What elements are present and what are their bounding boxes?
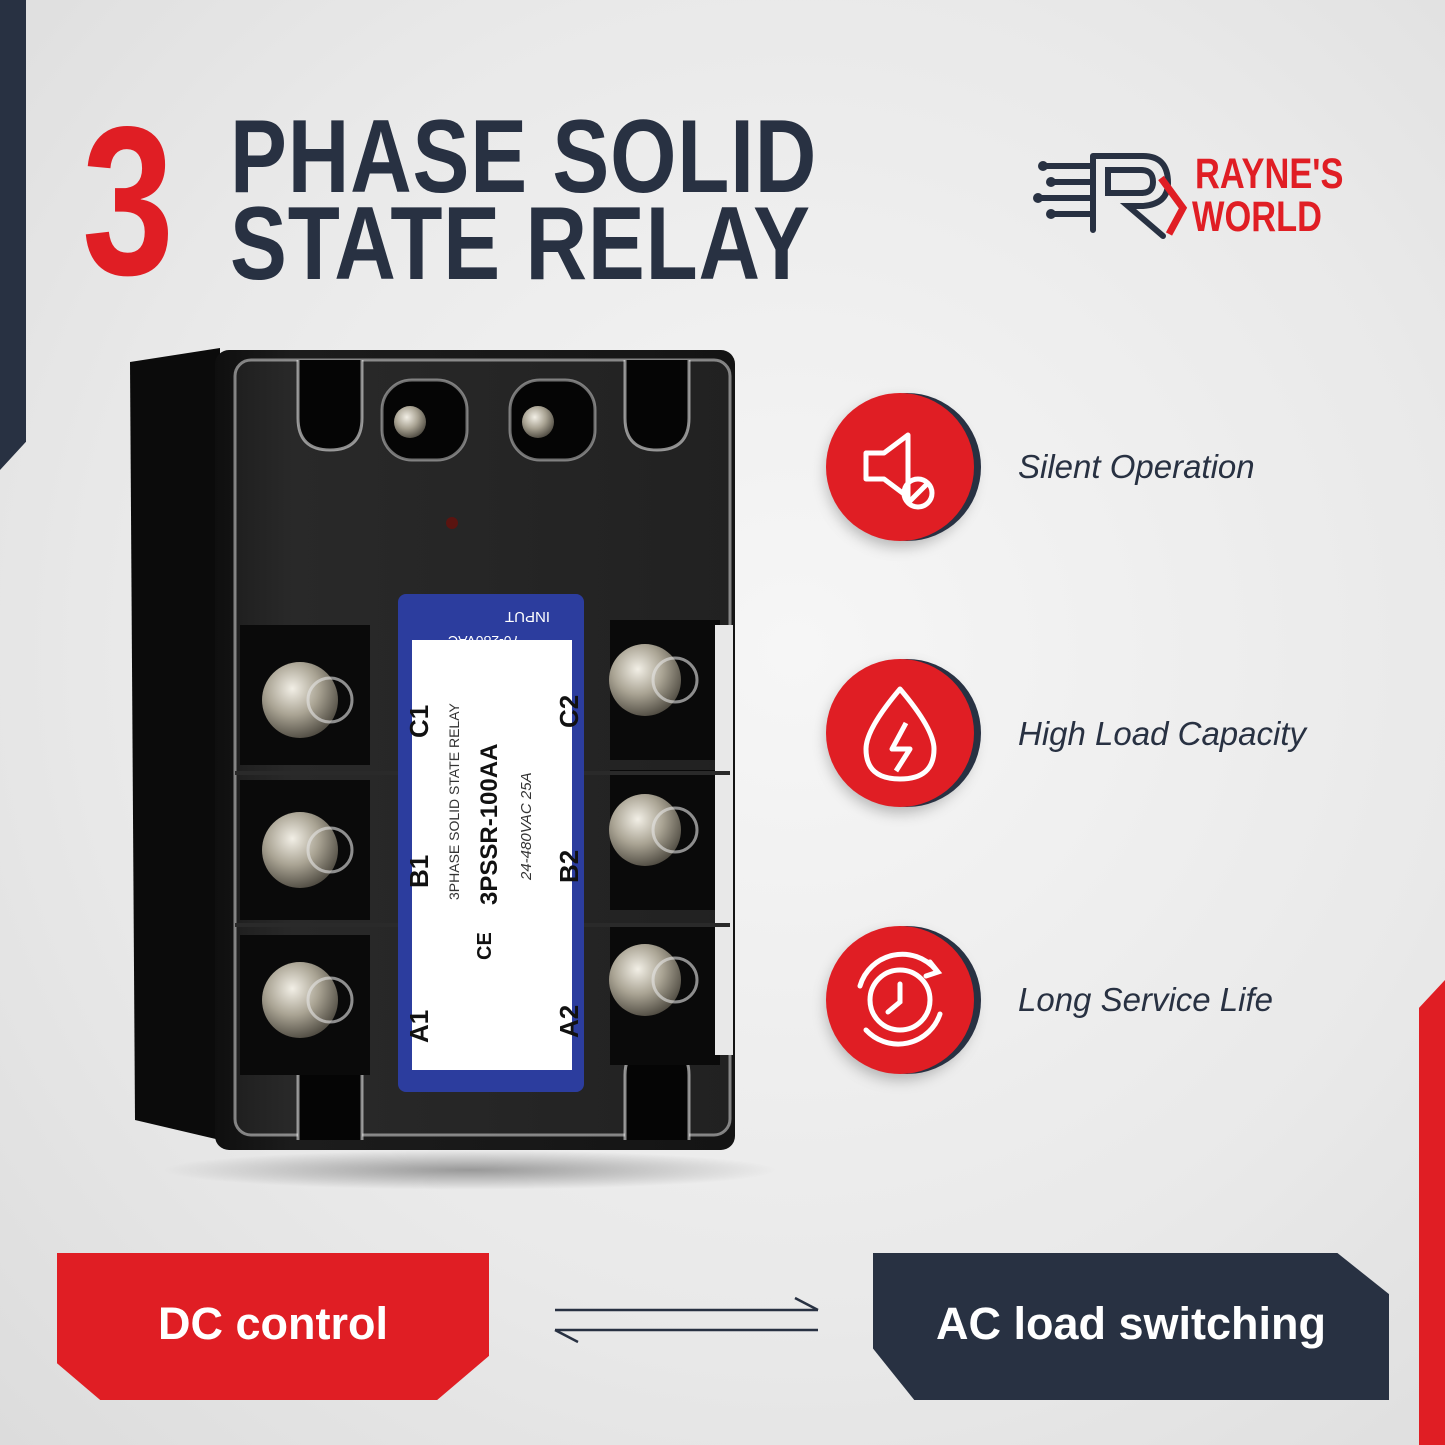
ac-load-text: AC load switching <box>935 1298 1326 1349</box>
title-number: 3 <box>82 82 174 319</box>
label-input-range: 70-280VAC <box>448 633 520 649</box>
label-type: 3PHASE SOLID STATE RELAY <box>446 703 462 900</box>
feature-silent-badge <box>826 393 974 541</box>
brand-logo-mark <box>1033 153 1188 239</box>
label-ce-mark: CE <box>474 932 496 960</box>
brand-name-line-1: RAYNE'S <box>1195 150 1344 198</box>
terminal-b1: B1 <box>404 854 434 888</box>
right-red-accent <box>1419 980 1445 1445</box>
terminal-c2: C2 <box>554 694 584 728</box>
title-line-2: STATE RELAY <box>230 186 811 302</box>
left-navy-accent <box>0 0 26 470</box>
label-rating: 24-480VAC 25A <box>518 772 535 880</box>
terminal-a1: A1 <box>404 1009 434 1043</box>
clock-cycle-icon <box>857 951 943 1047</box>
dc-control-text: DC control <box>158 1298 388 1349</box>
terminal-a2: A2 <box>554 1004 584 1038</box>
ac-load-banner: AC load switching <box>873 1253 1389 1400</box>
feature-load-badge <box>826 659 974 807</box>
feature-life-badge <box>826 926 974 1074</box>
relay-label-panel <box>412 640 572 1070</box>
brand-name-line-2: WORLD <box>1192 193 1322 241</box>
terminal-b2: B2 <box>554 849 584 883</box>
title-line-1: PHASE SOLID <box>230 99 818 215</box>
feature-life-label: Long Service Life <box>1018 981 1273 1018</box>
dc-control-banner: DC control <box>57 1253 489 1400</box>
feature-silent-label: Silent Operation <box>1018 448 1255 485</box>
product-shadow <box>160 1150 780 1190</box>
label-model: 3PSSR-100AA <box>476 743 503 905</box>
feature-load-label: High Load Capacity <box>1018 715 1307 752</box>
label-input: INPUT <box>505 608 550 625</box>
power-drop-icon <box>863 686 937 782</box>
terminal-c1: C1 <box>404 704 434 738</box>
muted-speaker-icon <box>863 432 935 510</box>
exchange-arrows-icon <box>554 1296 819 1344</box>
